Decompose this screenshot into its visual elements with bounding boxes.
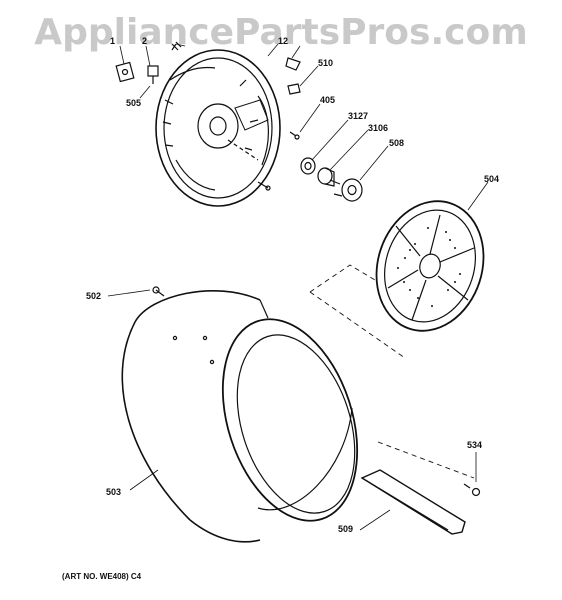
callout-510: 510	[318, 58, 334, 68]
callout-502: 502	[86, 291, 102, 301]
part-510-bracket	[287, 83, 301, 95]
assembly-guides	[309, 264, 475, 479]
callout-12: 12	[278, 36, 289, 46]
rear-bulkhead	[155, 49, 281, 207]
callout-504: 504	[484, 174, 500, 184]
callout-2: 2	[142, 36, 148, 46]
clip-part	[285, 57, 301, 71]
shaft-508	[329, 178, 363, 202]
drum-baffle-509	[360, 469, 466, 535]
screw-502	[152, 286, 165, 297]
rear-drum-perforations	[397, 227, 461, 307]
screw-part-top	[171, 41, 182, 51]
callout-534: 534	[467, 440, 483, 450]
callout-508: 508	[389, 138, 405, 148]
screw-part-bottom	[257, 181, 271, 191]
drum	[121, 290, 359, 543]
sensor-part	[147, 65, 159, 84]
callout-509: 509	[338, 524, 354, 534]
callout-3106: 3106	[368, 123, 389, 133]
leader-lines	[107, 43, 489, 531]
rear-drum-panel	[375, 200, 485, 332]
callout-3127: 3127	[348, 111, 369, 121]
screw-part-405	[289, 131, 300, 140]
callout-505: 505	[126, 98, 142, 108]
screw-534	[463, 483, 481, 497]
washer-3127	[300, 157, 316, 175]
callout-503: 503	[106, 487, 122, 497]
thermostat-part	[115, 61, 135, 83]
watermark: AppliancePartsPros.com	[34, 12, 528, 53]
callout-405: 405	[320, 95, 336, 105]
callout-1: 1	[110, 36, 116, 46]
art-number-note: (ART NO. WE408) C4	[62, 572, 142, 581]
bearing-3106	[317, 167, 335, 187]
